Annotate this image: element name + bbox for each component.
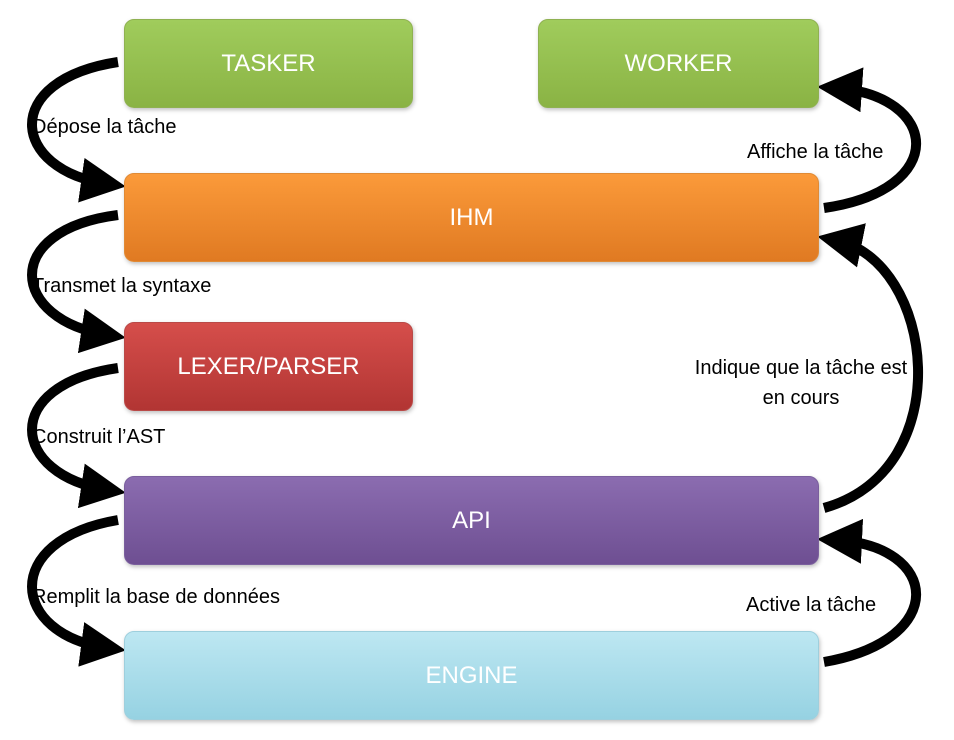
arrow-engine-to-api: [817, 518, 921, 667]
arrow-lexer-to-api: [27, 363, 126, 509]
api-label: API: [452, 506, 491, 534]
label-transmet: Transmet la syntaxe: [32, 275, 212, 297]
lexer-parser-label: LEXER/PARSER: [177, 352, 360, 380]
arrow-ihm-to-worker: [817, 67, 921, 213]
arrow-api-to-ihm: [817, 223, 923, 513]
label-indique: Indique que la tâche est en cours: [694, 357, 908, 409]
tasker-box: TASKER: [124, 19, 413, 108]
lexer-parser-box: LEXER/PARSER: [124, 322, 413, 411]
tasker-label: TASKER: [221, 49, 316, 77]
label-depose: Dépose la tâche: [32, 116, 177, 138]
label-active: Active la tâche: [746, 594, 877, 616]
worker-box: WORKER: [538, 19, 819, 108]
label-construit: Construit l’AST: [32, 426, 166, 448]
worker-label: WORKER: [624, 49, 733, 77]
engine-box: ENGINE: [124, 631, 819, 720]
engine-label: ENGINE: [425, 661, 518, 689]
label-affiche: Affiche la tâche: [747, 141, 884, 163]
ihm-label: IHM: [449, 203, 494, 231]
arrow-tasker-to-ihm: [27, 57, 126, 203]
ihm-box: IHM: [124, 173, 819, 262]
arrow-api-to-engine: [27, 515, 126, 667]
api-box: API: [124, 476, 819, 565]
arrow-ihm-to-lexer: [27, 210, 126, 354]
label-remplit: Remplit la base de données: [32, 586, 280, 608]
